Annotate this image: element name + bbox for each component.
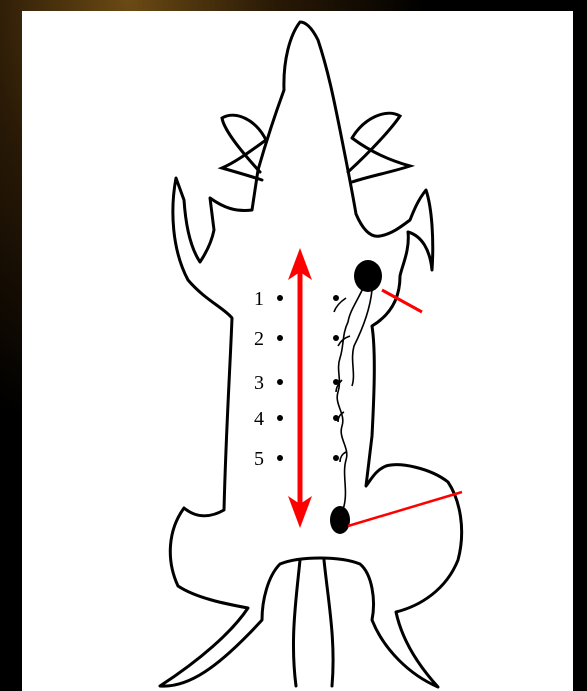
inguinal-pointer-line (348, 492, 462, 526)
axillary-lymph-node (354, 260, 382, 292)
site-dot-4 (277, 415, 283, 421)
vessel-dot-5 (333, 455, 339, 461)
right-ear (348, 113, 410, 182)
site-label-2: 2 (254, 328, 264, 350)
site-dot-3 (277, 379, 283, 385)
axillary-pointer-line (382, 290, 422, 312)
site-label-1: 1 (254, 288, 264, 310)
vessel-dot-4 (333, 415, 339, 421)
site-dot-2 (277, 335, 283, 341)
vessel-dot-3 (333, 379, 339, 385)
left-ear (222, 115, 266, 180)
vessel-dot-1 (333, 295, 339, 301)
site-label-5: 5 (254, 448, 264, 470)
site-label-3: 3 (254, 372, 264, 394)
vessel-dot-2 (333, 335, 339, 341)
site-dot-1 (277, 295, 283, 301)
site-label-4: 4 (254, 408, 264, 430)
tail (293, 560, 333, 686)
site-dot-5 (277, 455, 283, 461)
body-outline (160, 22, 462, 687)
inguinal-lymph-node (330, 506, 350, 534)
